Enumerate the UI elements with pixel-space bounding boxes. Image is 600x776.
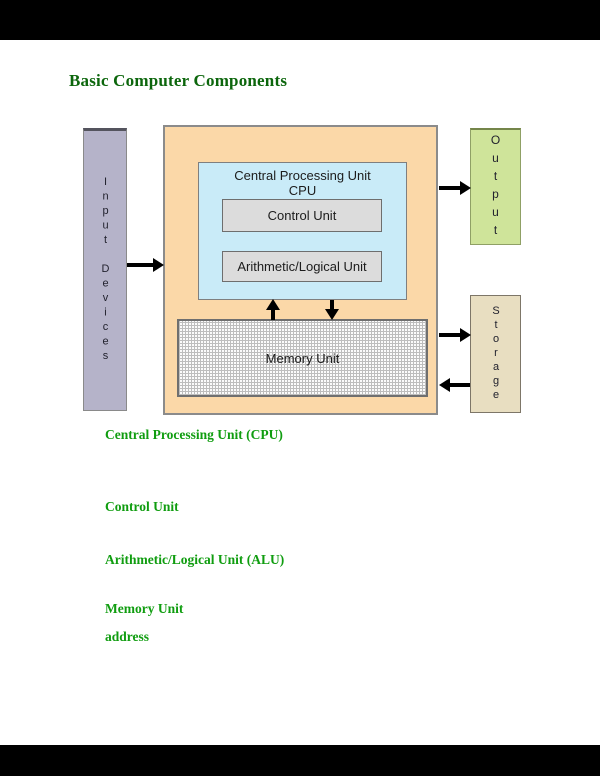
cpu-title-line2: CPU bbox=[288, 183, 317, 198]
control-unit-label: Control Unit bbox=[267, 208, 337, 223]
control-unit-box: Control Unit bbox=[222, 199, 382, 232]
heading-control-unit: Control Unit bbox=[105, 499, 179, 514]
output-label: Output bbox=[488, 133, 503, 241]
heading-address: address bbox=[105, 629, 150, 644]
arrow-head bbox=[266, 299, 280, 310]
heading-alu: Arithmetic/Logical Unit (ALU) bbox=[105, 552, 285, 567]
input-devices-label: Input Devices bbox=[99, 176, 112, 365]
storage-box: Storage bbox=[470, 295, 521, 413]
memory-unit-label: Memory Unit bbox=[265, 350, 340, 366]
arrow-head bbox=[439, 378, 450, 392]
top-black-bar bbox=[0, 0, 600, 40]
page-title: Basic Computer Components bbox=[69, 71, 288, 90]
arrow-shaft bbox=[439, 186, 461, 190]
arrow-head bbox=[153, 258, 164, 272]
arrow-shaft bbox=[449, 383, 470, 387]
arrow-shaft bbox=[439, 333, 461, 337]
storage-label: Storage bbox=[490, 305, 502, 403]
memory-unit-box: Memory Unit bbox=[177, 319, 428, 397]
arrow-head bbox=[460, 328, 471, 342]
arrow-head bbox=[460, 181, 471, 195]
alu-label: Arithmetic/Logical Unit bbox=[237, 259, 367, 274]
arrow-head bbox=[325, 309, 339, 320]
arrow-shaft bbox=[330, 300, 334, 310]
alu-box: Arithmetic/Logical Unit bbox=[222, 251, 382, 282]
cpu-title: Central Processing Unit CPU bbox=[198, 168, 407, 198]
arrow-shaft bbox=[127, 263, 154, 267]
heading-memory-unit: Memory Unit bbox=[105, 601, 184, 616]
bottom-black-bar bbox=[0, 745, 600, 776]
cpu-title-line1: Central Processing Unit bbox=[234, 168, 371, 183]
output-box: Output bbox=[470, 128, 521, 245]
input-devices-box: Input Devices bbox=[83, 128, 127, 411]
heading-cpu: Central Processing Unit (CPU) bbox=[105, 427, 283, 442]
arrow-shaft bbox=[271, 309, 275, 320]
